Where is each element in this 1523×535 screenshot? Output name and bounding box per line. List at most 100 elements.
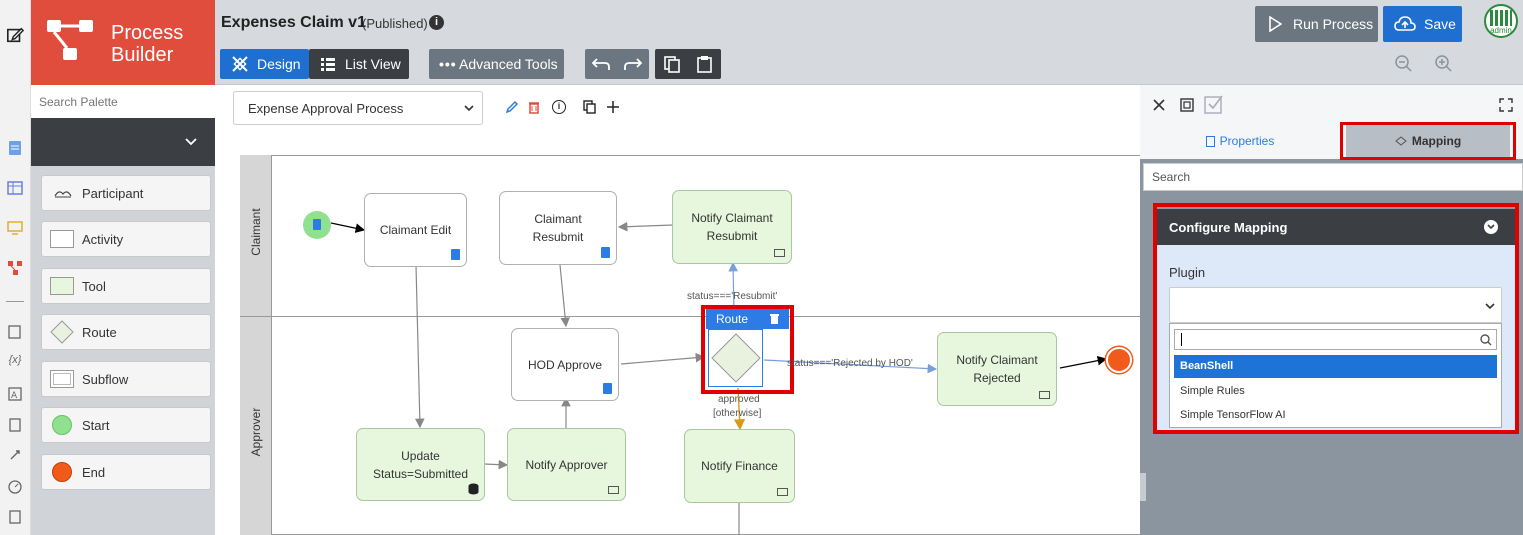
route-diamond-icon [50, 320, 74, 344]
panel-search-input[interactable]: Search [1143, 163, 1523, 191]
palette: Participant Activity Tool Route Subflow … [31, 85, 215, 535]
panel-resize-handle[interactable] [1140, 473, 1146, 501]
close-icon[interactable] [1152, 98, 1166, 112]
process-canvas[interactable]: Expense Approval Process i Claimant Appr… [215, 85, 1140, 535]
listview-label: List View [345, 56, 401, 72]
palette-item-participant[interactable]: Participant [41, 175, 211, 211]
palette-item-subflow[interactable]: Subflow [41, 361, 211, 397]
edge-notify-resubmit-to-resubmit [617, 221, 674, 232]
plugin-search-input[interactable] [1174, 329, 1497, 350]
route-node-header[interactable]: Route [706, 309, 789, 329]
node-hod-approve[interactable]: HOD Approve [511, 328, 619, 401]
palette-item-start[interactable]: Start [41, 407, 211, 443]
node-claimant-edit[interactable]: Claimant Edit [364, 193, 467, 267]
edge-label-approved: approved [718, 394, 760, 405]
route-node[interactable] [708, 329, 763, 387]
run-process-label: Run Process [1293, 16, 1374, 32]
pencil-icon[interactable] [505, 100, 519, 114]
avatar[interactable]: admin [1484, 4, 1518, 38]
paste-icon[interactable] [696, 55, 714, 73]
undo-icon[interactable] [591, 56, 611, 72]
mail-icon [608, 486, 619, 494]
palette-item-end[interactable]: End [41, 454, 211, 490]
edge-label-otherwise: [otherwise] [713, 408, 762, 419]
lane-header-claimant[interactable]: Claimant [240, 155, 272, 317]
play-icon [1269, 16, 1282, 32]
end-node[interactable] [1106, 347, 1132, 373]
trash-icon[interactable] [769, 312, 780, 325]
performance-icon[interactable] [6, 478, 24, 496]
edge-label-resubmit: status==='Resubmit' [687, 291, 778, 302]
palette-item-label: Start [82, 417, 110, 433]
note-icon[interactable] [6, 323, 24, 341]
edge-rejected-to-end [1059, 355, 1108, 369]
add-icon[interactable] [606, 100, 620, 114]
rail-divider [6, 301, 24, 302]
save-button[interactable]: Save [1383, 6, 1462, 42]
node-label: Claimant Edit [379, 223, 452, 237]
tab-mapping-label: Mapping [1411, 134, 1462, 148]
route-node-label: Route [716, 312, 749, 326]
configure-mapping-header[interactable]: Configure Mapping [1157, 209, 1516, 245]
duplicate-icon[interactable] [583, 100, 597, 114]
edit-icon[interactable] [6, 26, 24, 44]
palette-item-label: Tool [82, 278, 106, 294]
collapse-icon[interactable] [1484, 220, 1498, 234]
variables-icon[interactable]: {x} [8, 354, 22, 366]
plugin-option-simple-rules[interactable]: Simple Rules [1174, 380, 1497, 403]
participant-icon [54, 191, 72, 198]
listview-tab-button[interactable]: List View [309, 49, 409, 79]
node-claimant-resubmit[interactable]: Claimant Resubmit [499, 191, 617, 265]
form-icon [601, 247, 610, 258]
edge-claimant-edit-to-update [414, 264, 425, 429]
node-update-status[interactable]: Update Status=Submitted [356, 428, 485, 501]
translate-icon[interactable]: A [6, 385, 24, 403]
process-icon[interactable] [6, 259, 24, 277]
zoom-in-icon[interactable] [1434, 54, 1452, 72]
node-notify-approver[interactable]: Notify Approver [507, 428, 626, 501]
fullscreen-icon[interactable] [1499, 98, 1513, 112]
copy-icon[interactable] [663, 55, 681, 73]
palette-item-route[interactable]: Route [41, 314, 211, 350]
run-process-button[interactable]: Run Process [1255, 6, 1378, 42]
redo-icon[interactable] [623, 56, 643, 72]
palette-item-tool[interactable]: Tool [41, 268, 211, 304]
checkbox-icon[interactable] [1204, 94, 1224, 114]
route-diamond-icon [711, 333, 761, 383]
form-icon[interactable] [6, 139, 24, 157]
datalist-icon[interactable] [6, 179, 24, 197]
avatar-label: admin [1490, 26, 1512, 35]
search-palette-input[interactable] [31, 85, 215, 118]
lane-header-approver[interactable]: Approver [240, 317, 272, 535]
plugin-icon[interactable] [6, 446, 24, 464]
info-icon[interactable]: i [429, 15, 444, 30]
palette-item-activity[interactable]: Activity [41, 221, 211, 257]
window-icon[interactable] [1180, 98, 1194, 112]
plugin-option-beanshell[interactable]: BeanShell [1174, 355, 1497, 378]
copy-paste-group [655, 49, 721, 79]
design-tab-button[interactable]: Design [220, 49, 309, 79]
zoom-out-icon[interactable] [1394, 54, 1412, 72]
edge-label-rejected: status==='Rejected by HOD' [787, 358, 913, 369]
node-notify-claimant-resubmit[interactable]: Notify Claimant Resubmit [672, 190, 792, 264]
tab-mapping[interactable]: Mapping [1346, 125, 1510, 157]
tab-properties[interactable]: Properties [1140, 125, 1340, 157]
node-notify-claimant-rejected[interactable]: Notify Claimant Rejected [937, 332, 1057, 406]
mapping-tab-highlight-box [1340, 122, 1516, 160]
plugin-dropdown-list: BeanShell Simple Rules Simple TensorFlow… [1169, 323, 1502, 428]
mapping-icon [1395, 136, 1407, 146]
plugin-select[interactable] [1169, 287, 1502, 323]
edge-resubmit-to-hod [559, 264, 570, 328]
trash-icon[interactable] [528, 100, 540, 114]
node-notify-finance[interactable]: Notify Finance [684, 429, 795, 503]
userview-icon[interactable] [6, 219, 24, 237]
image-icon[interactable] [6, 416, 24, 434]
log-icon[interactable] [6, 508, 24, 526]
palette-category-dropdown[interactable] [31, 118, 215, 166]
process-select[interactable]: Expense Approval Process [233, 91, 483, 125]
start-node[interactable] [303, 211, 331, 239]
advanced-tools-button[interactable]: ••• Advanced Tools [429, 49, 564, 79]
plugin-option-simple-tensorflow-ai[interactable]: Simple TensorFlow AI [1174, 404, 1497, 427]
brand-title: Process Builder [111, 22, 183, 66]
info-icon[interactable]: i [552, 100, 566, 114]
